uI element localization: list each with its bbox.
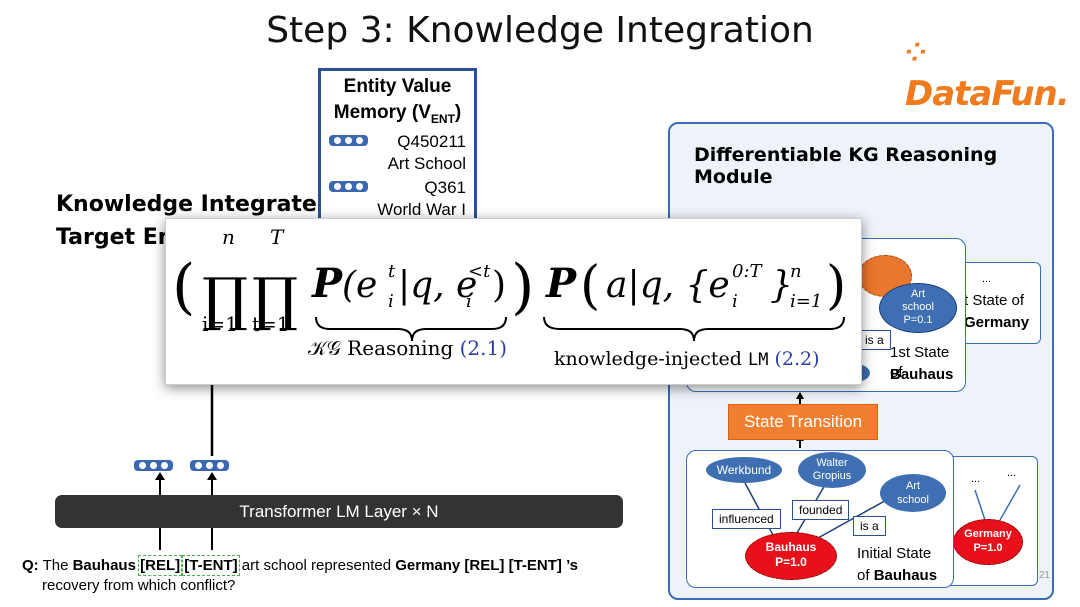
label-line-1: Knowledge Integrated <box>56 192 333 217</box>
svg-text:|q, e: |q, e <box>398 265 477 306</box>
svg-text:P: P <box>545 260 578 307</box>
svg-text:𝒦𝒢 Reasoning (2.1): 𝒦𝒢 Reasoning (2.1) <box>308 336 507 360</box>
logo-text: DataFun. <box>905 74 1070 114</box>
svg-text:i: i <box>466 291 472 312</box>
vector-icon <box>329 180 368 192</box>
bauhaus-node: Bauhaus P=1.0 <box>745 532 837 580</box>
svg-text:P: P <box>311 260 344 307</box>
svg-text:(: ( <box>580 256 600 316</box>
svg-text:t=1: t=1 <box>252 312 290 336</box>
state-1-entity: Bauhaus <box>890 366 954 383</box>
formula-svg: ( ∏ n i=1 ∏ T t=1 P (e t i |q, e <t i ) … <box>172 225 846 370</box>
svg-text:<t: <t <box>468 261 491 282</box>
embedding-vector-2 <box>190 456 229 474</box>
datafun-logo: ⁘ DataFun. <box>905 34 1080 114</box>
memory-entry: Q361 World War I <box>321 178 474 224</box>
svg-text:n: n <box>222 225 235 249</box>
entity-name: World War I <box>377 199 466 219</box>
tent-token: [T-ENT] <box>182 555 240 576</box>
entity-id: Q450211 <box>397 131 466 151</box>
werkbund-node: Werkbund <box>706 457 782 483</box>
svg-text:(: ( <box>172 252 195 322</box>
svg-text:i: i <box>732 291 738 312</box>
svg-text:a|q, {e: a|q, {e <box>606 265 730 306</box>
formula-overlay: ( ∏ n i=1 ∏ T t=1 P (e t i |q, e <t i ) … <box>165 218 862 385</box>
memory-title: Entity Value Memory (VENT) <box>333 76 462 126</box>
svg-text:i: i <box>388 291 394 312</box>
entity-id: Q361 <box>424 177 466 197</box>
svg-text:): ) <box>511 252 534 322</box>
state-transition-button: State Transition <box>728 404 878 440</box>
initial-state-entity: Bauhaus <box>873 567 938 584</box>
svg-text:∏: ∏ <box>252 265 298 333</box>
entity-name: Art School <box>387 153 466 173</box>
svg-text:i=1: i=1 <box>790 291 822 312</box>
vector-icon <box>329 134 368 146</box>
svg-text:): ) <box>826 256 846 316</box>
svg-text:0:T: 0:T <box>732 261 764 282</box>
rel-token: [REL] <box>138 555 183 576</box>
memory-entry: Q450211 Art School <box>321 132 474 178</box>
module-title: Differentiable KG Reasoning Module <box>694 144 998 188</box>
label-line-2: Target Em <box>56 225 181 250</box>
svg-text:knowledge-injected LM (2.2): knowledge-injected LM (2.2) <box>554 348 820 370</box>
art-school-node-lower: Art school <box>880 474 946 512</box>
svg-text:}: } <box>770 265 793 306</box>
integrated-embedding-label: Knowledge Integrated Target Em <box>56 188 333 254</box>
svg-text:(e: (e <box>342 265 377 306</box>
entity-value-memory: Entity Value Memory (VENT) Q450211 Art S… <box>318 68 477 224</box>
svg-text:): ) <box>492 265 506 306</box>
walter-gropius-node: Walter Gropius <box>798 452 866 488</box>
slide-title: Step 3: Knowledge Integration <box>266 10 814 51</box>
page-number: 21 <box>1038 570 1050 581</box>
svg-text:i=1: i=1 <box>202 312 238 336</box>
initial-state-label: Initial State <box>857 545 932 562</box>
art-school-node-upper: Art school P=0.1 <box>879 283 957 333</box>
influenced-edge-label: influenced <box>712 509 781 529</box>
logo-dots-icon: ⁘ <box>905 38 927 68</box>
svg-text:T: T <box>270 225 285 249</box>
embedding-vector-1 <box>134 456 173 474</box>
founded-edge-label: founded <box>792 500 850 520</box>
svg-text:∏: ∏ <box>202 265 248 333</box>
germany-node: Germany P=1.0 <box>953 519 1023 565</box>
svg-text:t: t <box>388 261 396 282</box>
question-text: Q: The Bauhaus [REL] [T-ENT] art school … <box>22 555 579 594</box>
transformer-layer: Transformer LM Layer × N <box>55 495 623 528</box>
svg-text:n: n <box>790 261 802 282</box>
state-1-label: 1st State of <box>890 344 950 381</box>
is-a-edge-label-lower: is a <box>853 516 886 536</box>
